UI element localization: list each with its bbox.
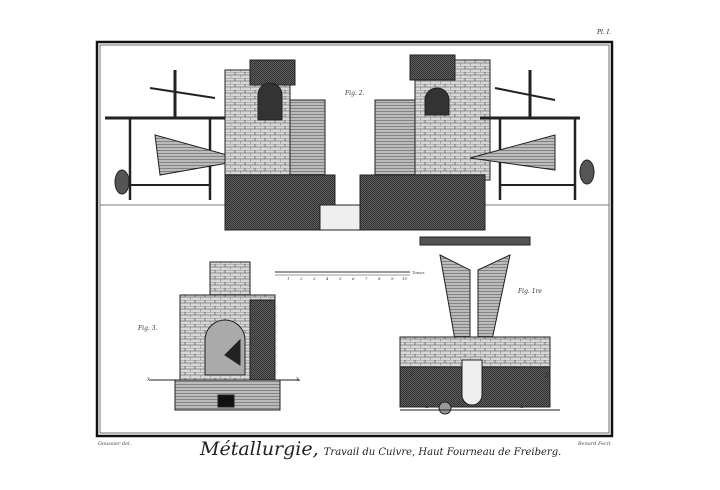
- plate-title: Métallurgie, Travail du Cuivre, Haut Fou…: [200, 438, 561, 460]
- fig1-label: Fig. 1re: [518, 288, 542, 295]
- letter-x-left: x: [147, 376, 151, 383]
- credit-engraver: Benard Fecit: [578, 441, 611, 447]
- credit-draughtsman: Goussier del.: [98, 441, 132, 447]
- letter-a-left: a: [425, 403, 429, 410]
- letter-a-right: a: [520, 403, 524, 410]
- right-bellows: [469, 70, 595, 200]
- scale-bar: [275, 271, 410, 276]
- fig1-section: [399, 236, 560, 415]
- letter-b-left: b: [410, 372, 414, 379]
- plate-frame: [95, 40, 614, 438]
- fig3-furnace: [150, 261, 300, 411]
- fig2-label: Fig. 2.: [345, 90, 365, 97]
- fig3-label: Fig. 3.: [138, 325, 158, 332]
- right-furnace: [319, 54, 491, 231]
- title-subtitle: Travail du Cuivre, Haut Fourneau de Frei…: [323, 447, 562, 458]
- left-furnace: [224, 59, 336, 231]
- title-main: Métallurgie,: [200, 438, 319, 460]
- letter-b-right: b: [545, 372, 549, 379]
- left-bellows: [105, 70, 246, 200]
- letter-x-right: x: [296, 376, 300, 383]
- plate-number: Pl. I.: [597, 29, 612, 36]
